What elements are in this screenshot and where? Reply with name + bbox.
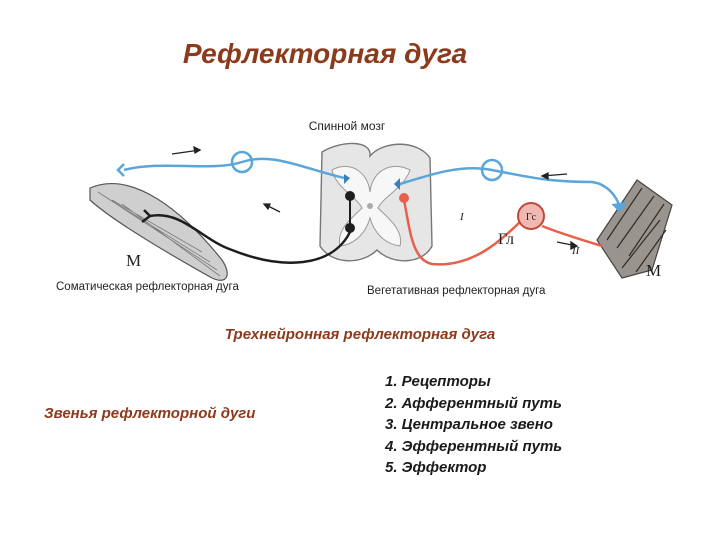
direction-arrows (171, 145, 579, 251)
muscle-left-label: М (126, 251, 141, 270)
spinal-cord (319, 142, 433, 262)
roman-two-label: II (571, 245, 581, 257)
step-item: 3. Центральное звено (385, 416, 553, 433)
roman-one-label: I (459, 211, 465, 223)
somatic-efferent (141, 191, 355, 264)
ganglion-neuron-label: Гс (526, 212, 537, 223)
vegetative-efferent (399, 193, 603, 266)
page-title: Рефлекторная дуга (182, 38, 468, 69)
step-item: 2. Афферентный путь (385, 394, 562, 412)
afferent-pathway (116, 150, 627, 213)
right-muscle (596, 179, 673, 279)
muscle-right-label: М (646, 261, 661, 280)
reflex-arc-diagram: Спинной мозг М М Гл Гс I II Соматическая… (56, 119, 673, 297)
somatic-arc-label: Соматическая рефлекторная дуга (56, 281, 239, 293)
subtitle: Трехнейронная рефлекторная дуга (224, 326, 496, 343)
step-item: 5. Эффектор (385, 459, 487, 476)
spinal-cord-label: Спинной мозг (309, 119, 386, 133)
left-muscle (89, 183, 228, 281)
vegetative-arc-label: Вегетативная рефлекторная дуга (367, 285, 546, 297)
links-label: Звенья рефлекторной дуги (44, 405, 256, 422)
steps-list: 1. Рецепторы 2. Афферентный путь 3. Цент… (385, 371, 562, 479)
reflex-arc-figure: Спинной мозг М М Гл Гс I II Соматическая… (32, 100, 694, 310)
ganglion-label: Гл (498, 231, 514, 248)
step-item: 4. Эфферентный путь (385, 437, 563, 455)
step-item: 1. Рецепторы (385, 373, 491, 390)
